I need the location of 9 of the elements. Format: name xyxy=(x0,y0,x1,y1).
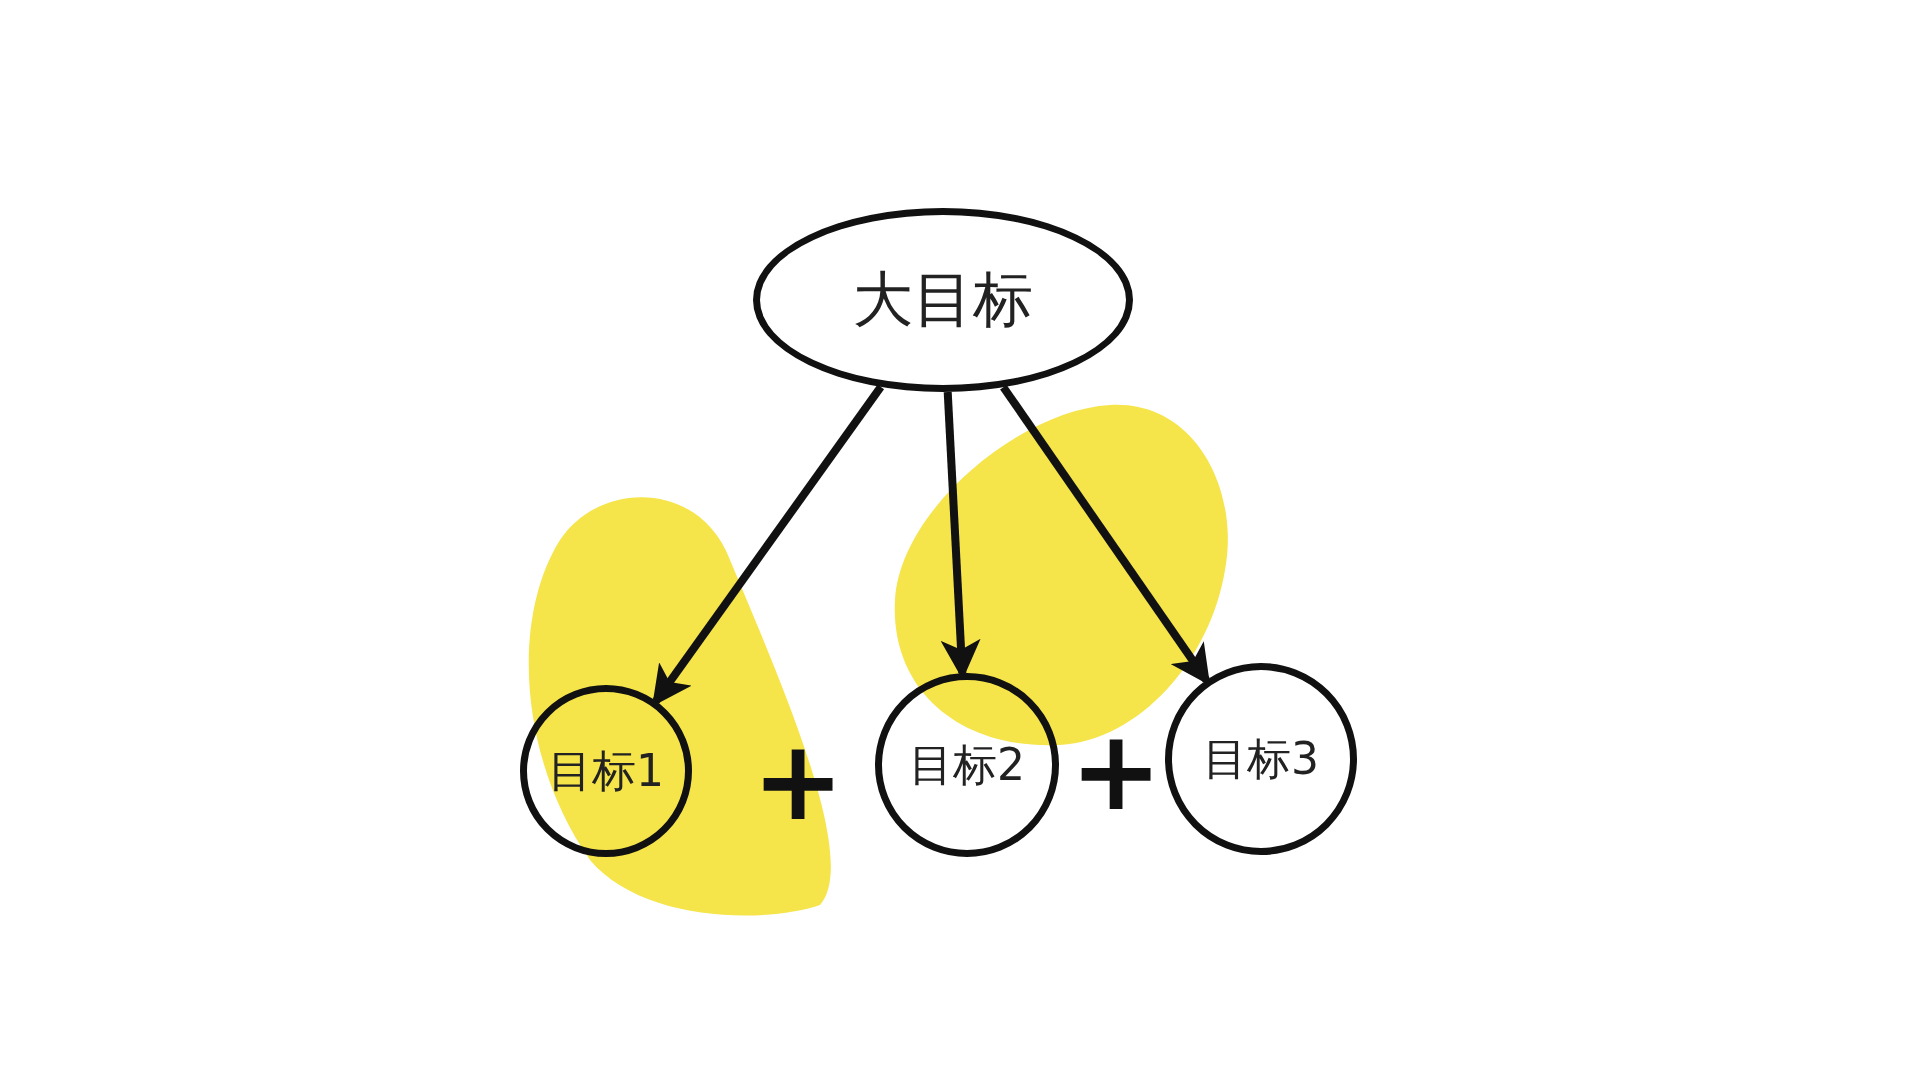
goal-label: 目标3 xyxy=(1203,731,1319,786)
goal-label: 大目标 xyxy=(853,262,1033,336)
goal-label: 目标1 xyxy=(548,743,664,798)
goal-label: 目标2 xyxy=(909,737,1025,792)
goal-circle xyxy=(1165,663,1357,855)
goal-ellipse xyxy=(753,208,1133,392)
goal-circle xyxy=(875,673,1059,857)
goal-circle xyxy=(520,685,692,857)
plus-sign: + xyxy=(1070,716,1163,826)
